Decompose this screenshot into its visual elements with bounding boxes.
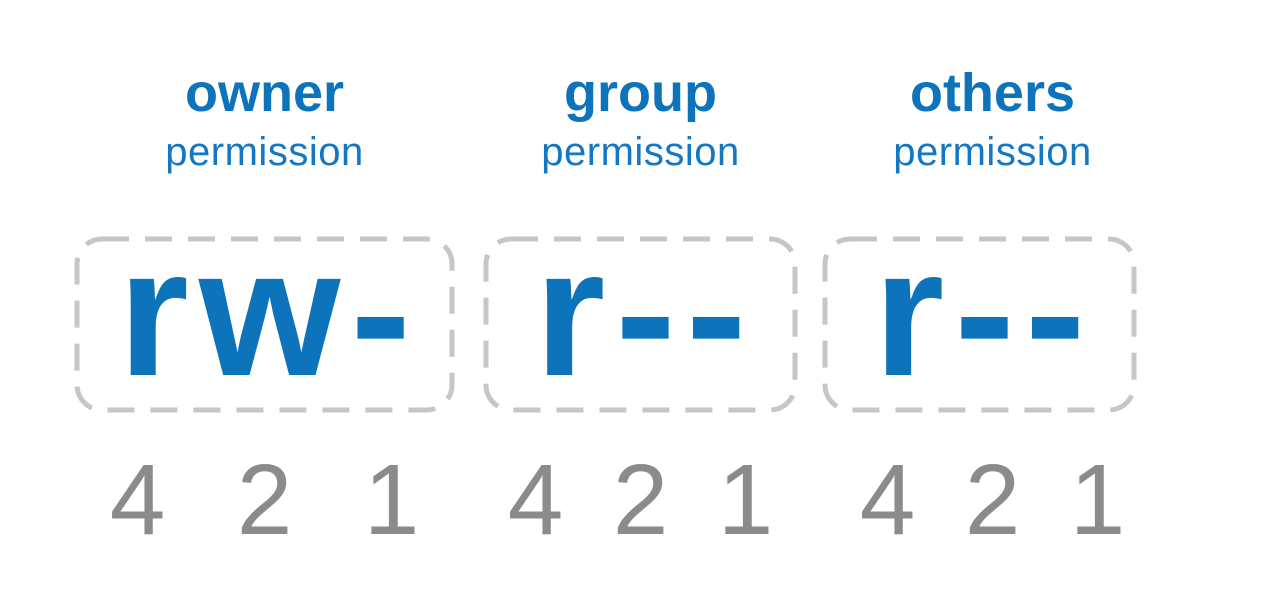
dashed-border-icon — [822, 236, 1137, 413]
digit-execute: 1 — [1069, 444, 1126, 556]
others-permission-text: r-- — [873, 209, 1096, 414]
others-title: others — [909, 63, 1076, 123]
others-permission-box: r-- — [822, 221, 1137, 413]
others-octal-digits: 4 2 1 — [835, 448, 1150, 558]
group-permission-box: r-- — [483, 221, 798, 413]
digit-execute: 1 — [363, 444, 420, 556]
owner-subtitle: permission — [165, 130, 364, 174]
owner-permission-box: rw- — [74, 221, 455, 413]
digit-write: 2 — [612, 444, 669, 556]
owner-title: owner — [184, 63, 345, 123]
column-owner: owner permission rw- 4 2 1 — [74, 0, 455, 598]
dashed-border-icon — [74, 236, 455, 413]
digit-execute: 1 — [717, 444, 774, 556]
group-subtitle: permission — [541, 130, 740, 174]
group-permission-text: r-- — [534, 209, 757, 414]
digit-write: 2 — [236, 444, 293, 556]
owner-permission-text: rw- — [118, 209, 421, 414]
owner-octal-digits: 4 2 1 — [74, 448, 455, 558]
group-title: group — [564, 63, 717, 123]
group-octal-digits: 4 2 1 — [483, 448, 798, 558]
dashed-border-icon — [483, 236, 798, 413]
digit-read: 4 — [109, 444, 166, 556]
column-others: others permission r-- 4 2 1 — [822, 0, 1137, 598]
digit-read: 4 — [507, 444, 564, 556]
others-subtitle: permission — [893, 130, 1092, 174]
digit-write: 2 — [964, 444, 1021, 556]
column-group: group permission r-- 4 2 1 — [483, 0, 798, 598]
digit-read: 4 — [859, 444, 916, 556]
